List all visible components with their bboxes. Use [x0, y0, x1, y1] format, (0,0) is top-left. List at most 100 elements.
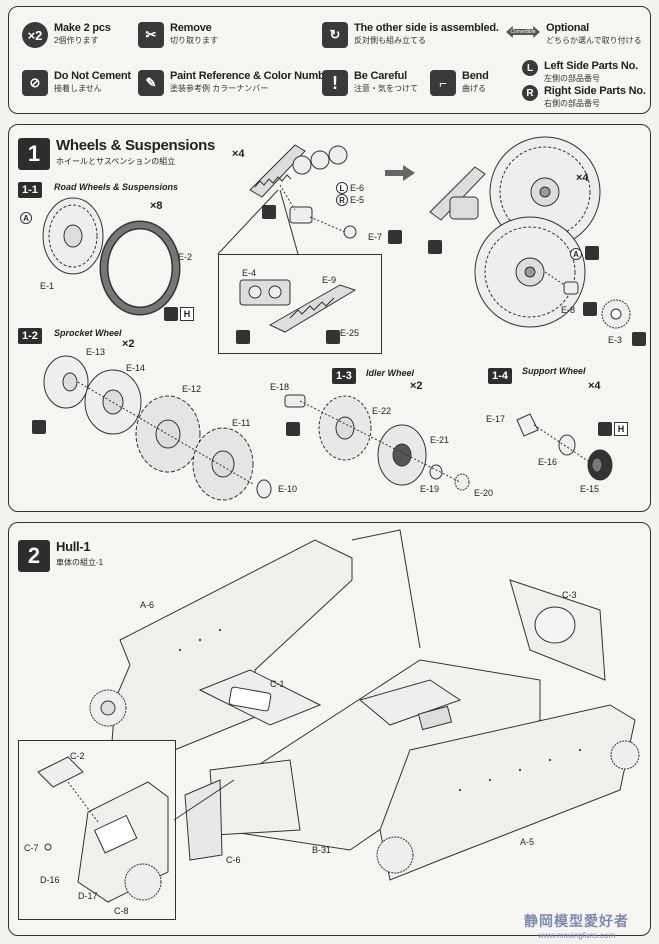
color-h-badge-1-1: H [180, 307, 194, 321]
remove-title: Remove [170, 22, 212, 34]
left-marker-top: L [336, 182, 348, 194]
substep-1-1: 1-1 [18, 182, 42, 198]
right-marker-top: R [336, 194, 348, 206]
remove-icon: ✂ [138, 22, 164, 48]
other-side-title: The other side is assembled. [354, 22, 499, 34]
legend-no-cement: ⊘ Do Not Cement 接着しません [22, 70, 131, 96]
watermark-line1: 静岡模型愛好者 [524, 913, 629, 929]
label-e3: E-3 [608, 335, 623, 345]
label-a6: A-6 [140, 600, 155, 610]
convertible-arrow-icon: Convertible [506, 26, 540, 38]
warning-icon: ! [322, 70, 348, 96]
paint-brush-icon: ✎ [138, 70, 164, 96]
label-e25: E-25 [340, 328, 360, 338]
careful-title: Be Careful [354, 70, 408, 82]
inset-pointer-lines [217, 189, 299, 255]
make2-title: Make 2 pcs [54, 22, 111, 34]
watermark: 静岡模型愛好者 www.moxingfans.com [524, 911, 629, 940]
hull-exploded-drawing [89, 529, 640, 881]
right-parts-sub: 右側の部品番号 [544, 99, 600, 108]
optional-title: Optional [546, 22, 590, 34]
tire-e2-drawing [99, 220, 181, 316]
substep-1-2-qty: ×2 [122, 338, 135, 350]
legend-other-side: ↻ The other side is assembled.反対側も組み立てる [322, 22, 499, 48]
label-e8: E-8 [561, 305, 576, 315]
no-cement-icon-right [428, 240, 442, 254]
left-side-badge-icon: L [522, 60, 538, 76]
inset-suspension-drawing [239, 279, 357, 333]
step1-right-qty: ×4 [576, 172, 589, 184]
bend-sub: 曲げる [462, 84, 486, 93]
substep-1-3: 1-3 [332, 368, 356, 384]
no-cement-icon-top [262, 205, 276, 219]
label-e6: E-6 [350, 183, 365, 193]
legend-remove: ✂ Remove 切り取ります [138, 22, 218, 48]
label-e20: E-20 [474, 488, 494, 498]
label-e22: E-22 [372, 406, 392, 416]
left-parts-title: Left Side Parts No. [544, 60, 638, 72]
no-cement-title: Do Not Cement [54, 70, 131, 82]
legend-paint-ref: ✎ Paint Reference & Color Number 塗装参考例 カラ… [138, 70, 335, 96]
step1-top-qty: ×4 [232, 148, 245, 160]
bend-title: Bend [462, 70, 489, 82]
a-marker-1-1: A [20, 212, 32, 224]
step2-title: Hull-1 [56, 539, 91, 554]
hull-inset-drawing [37, 756, 169, 903]
substep-1-3-qty: ×2 [410, 380, 423, 392]
label-b31: B-31 [312, 845, 332, 855]
bend-icon: ⌐ [430, 70, 456, 96]
label-c2: C-2 [70, 751, 85, 761]
label-e18: E-18 [270, 382, 290, 392]
a-marker-right: A [570, 248, 582, 260]
label-c6: C-6 [226, 855, 241, 865]
label-c3: C-3 [562, 590, 577, 600]
no-cement-sub: 接着しません [54, 84, 102, 93]
remove-sub: 切り取ります [170, 36, 218, 45]
paint-brush-icon-1-1 [164, 307, 178, 321]
no-cement-icon: ⊘ [22, 70, 48, 96]
turn-over-icon-e8 [583, 302, 597, 316]
make-two-icon: ×2 [22, 22, 48, 48]
label-e13: E-13 [86, 347, 106, 357]
step1-number: 1 [18, 138, 50, 170]
no-cement-icon-inset-a [236, 330, 250, 344]
legend-left-parts: L Left Side Parts No.左側の部品番号 [522, 60, 638, 84]
label-e5: E-5 [350, 195, 365, 205]
label-e4: E-4 [242, 268, 257, 278]
label-e12: E-12 [182, 384, 202, 394]
support-wheel-drawing [516, 413, 613, 481]
paint-ref-title: Paint Reference & Color Number [170, 70, 335, 82]
sprocket-assembly-drawing [43, 355, 272, 501]
inset-pointer-line [173, 779, 235, 821]
label-a5: A-5 [520, 837, 535, 847]
substep-1-4: 1-4 [488, 368, 512, 384]
label-c1: C-1 [270, 679, 285, 689]
label-e21: E-21 [430, 435, 450, 445]
step2-number: 2 [18, 540, 50, 572]
substep-1-2-title: Sprocket Wheel [54, 328, 122, 338]
label-e15: E-15 [580, 484, 600, 494]
turn-over-icon-e3 [632, 332, 646, 346]
label-e10: E-10 [278, 484, 298, 494]
paint-brush-icon-1-4 [598, 422, 612, 436]
disc-e3-drawing [601, 299, 631, 329]
careful-sub: 注意・気をつけて [354, 84, 418, 93]
right-side-badge-icon: R [522, 85, 538, 101]
optional-sub: どちらか選んで取り付ける [546, 36, 642, 45]
substep-1-4-title: Support Wheel [522, 366, 586, 376]
legend-optional: Convertible Optional どちらか選んで取り付ける [506, 22, 642, 46]
watermark-line2: www.moxingfans.com [537, 931, 616, 940]
step-arrow-icon [385, 165, 415, 181]
label-d16: D-16 [40, 875, 60, 885]
label-e2: E-2 [178, 252, 193, 262]
road-wheel-e1-drawing [42, 197, 104, 275]
substep-1-4-qty: ×4 [588, 380, 601, 392]
step1-title: Wheels & Suspensions [56, 137, 216, 154]
legend-bend: ⌐ Bend 曲げる [430, 70, 489, 96]
no-cement-icon-inset-b [326, 330, 340, 344]
label-e19: E-19 [420, 484, 440, 494]
paint-ref-sub: 塗装参考例 カラーナンバー [170, 84, 269, 93]
label-c8: C-8 [114, 906, 129, 916]
turn-over-icon-right [585, 246, 599, 260]
